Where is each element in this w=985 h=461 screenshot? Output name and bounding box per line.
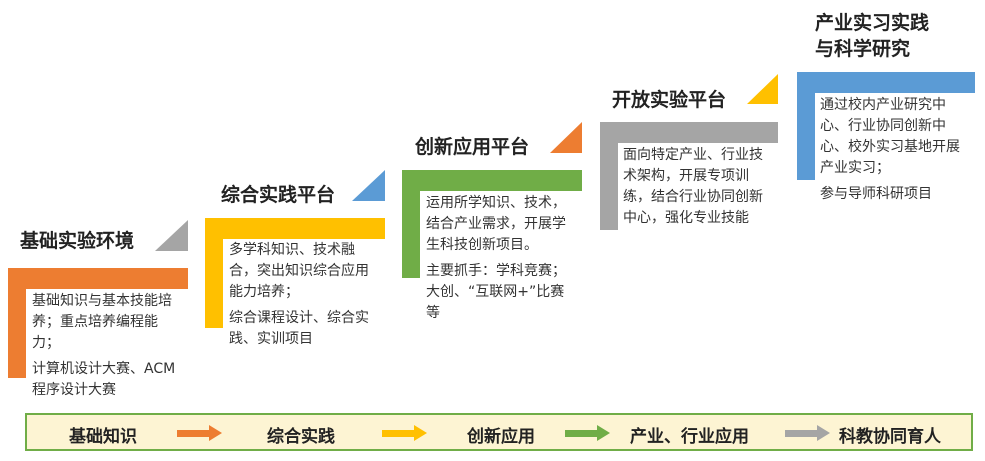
triangle-icon bbox=[550, 122, 582, 153]
step-1-side bbox=[8, 268, 26, 378]
triangle-icon bbox=[155, 220, 188, 251]
step-2-bar bbox=[205, 218, 385, 239]
step-3-text: 运用所学知识、技术，结合产业需求，开展学生科技创新项目。 bbox=[426, 195, 566, 253]
step-5-title: 产业实习实践 与科学研究 bbox=[815, 10, 929, 62]
progression-item: 科教协同育人 bbox=[839, 427, 941, 447]
progression-item: 综合实践 bbox=[267, 427, 335, 447]
step-1-text: 计算机设计大赛、ACM程序设计大赛 bbox=[32, 361, 176, 398]
step-1-body: 基础知识与基本技能培养；重点培养编程能力； 计算机设计大赛、ACM程序设计大赛 bbox=[32, 291, 182, 406]
step-4-side bbox=[600, 122, 618, 230]
step-4-bar bbox=[600, 122, 778, 143]
step-1-text: 基础知识与基本技能培养；重点培养编程能力； bbox=[32, 293, 172, 351]
progression-item: 基础知识 bbox=[69, 427, 137, 447]
step-1-title: 基础实验环境 bbox=[20, 230, 135, 252]
triangle-icon bbox=[352, 170, 385, 201]
progression-item: 产业、行业应用 bbox=[630, 427, 749, 447]
step-4-title: 开放实验平台 bbox=[612, 89, 727, 111]
arrow-right-icon bbox=[382, 425, 428, 441]
step-3-body: 运用所学知识、技术，结合产业需求，开展学生科技创新项目。 主要抓手：学科竞赛；大… bbox=[426, 193, 576, 329]
step-5-bar bbox=[797, 72, 975, 93]
arrow-right-icon bbox=[565, 425, 611, 441]
step-4-body: 面向特定产业、行业技术架构，开展专项训练，结合行业协同创新中心，强化专业技能 bbox=[623, 145, 773, 234]
step-5-side bbox=[797, 72, 815, 180]
step-2-side bbox=[205, 218, 223, 328]
step-2-text: 综合课程设计、综合实践、实训项目 bbox=[229, 310, 369, 347]
arrow-right-icon bbox=[785, 425, 831, 441]
step-5-title-line: 产业实习实践 bbox=[815, 12, 930, 34]
step-5-title-line: 与科学研究 bbox=[815, 38, 911, 60]
step-3-title: 创新应用平台 bbox=[415, 136, 530, 158]
step-5-text: 参与导师科研项目 bbox=[820, 186, 932, 202]
step-3-side bbox=[402, 170, 420, 278]
step-2-title: 综合实践平台 bbox=[221, 184, 336, 206]
step-2-body: 多学科知识、技术融合，突出知识综合应用能力培养； 综合课程设计、综合实践、实训项… bbox=[229, 240, 379, 355]
step-1-bar bbox=[8, 268, 188, 289]
progression-item: 创新应用 bbox=[467, 427, 535, 447]
step-3-text: 主要抓手：学科竞赛；大创、“互联网+”比赛等 bbox=[426, 263, 566, 321]
step-3-bar bbox=[402, 170, 582, 191]
triangle-icon bbox=[747, 74, 778, 104]
step-5-body: 通过校内产业研究中心、行业协同创新中心、校外实习基地开展产业实习； 参与导师科研… bbox=[820, 95, 970, 210]
arrow-right-icon bbox=[177, 425, 223, 441]
step-5-text: 通过校内产业研究中心、行业协同创新中心、校外实习基地开展产业实习； bbox=[820, 97, 960, 176]
progression-bar: 基础知识 综合实践 创新应用 产业、行业应用 科教协同育人 bbox=[25, 413, 973, 451]
step-4-text: 面向特定产业、行业技术架构，开展专项训练，结合行业协同创新中心，强化专业技能 bbox=[623, 147, 763, 226]
step-2-text: 多学科知识、技术融合，突出知识综合应用能力培养； bbox=[229, 242, 369, 300]
